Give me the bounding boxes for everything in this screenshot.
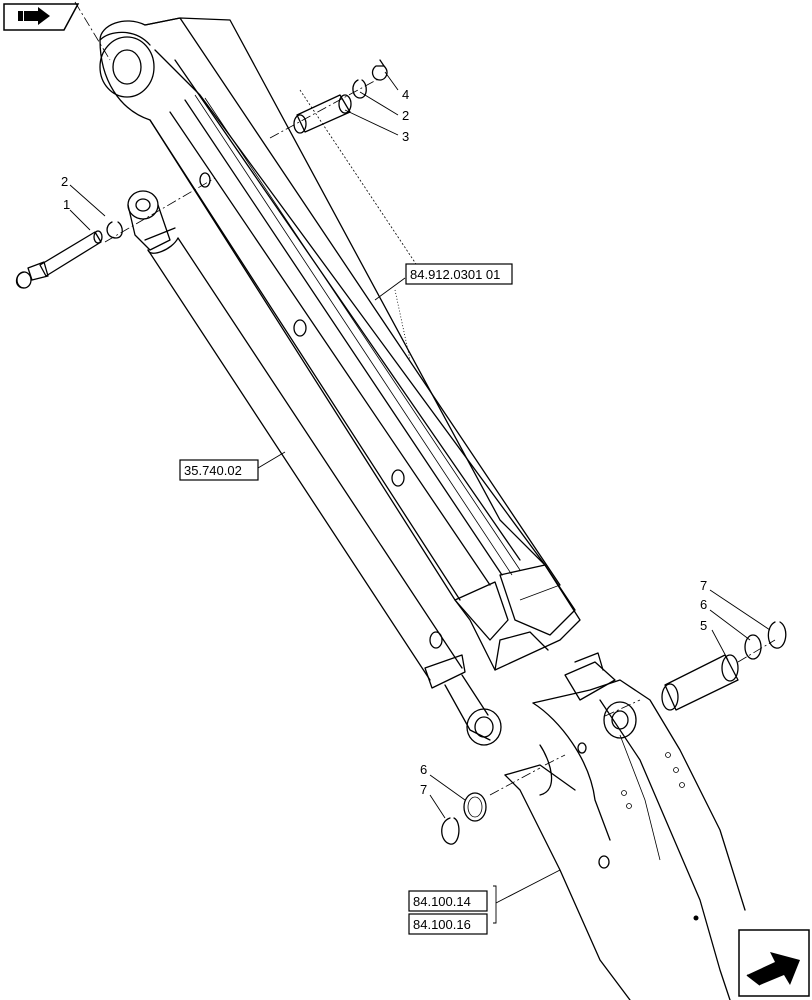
- pin-1: [15, 230, 103, 289]
- back-arrow-icon[interactable]: [3, 3, 80, 31]
- dipper-arm: [504, 652, 746, 1000]
- washer-6-right: [744, 634, 762, 660]
- washer-6-left: [463, 792, 487, 822]
- reference-arm-1[interactable]: 84.100.14: [408, 890, 488, 912]
- clip-4: [371, 59, 388, 81]
- axis-lines: [74, 1, 776, 796]
- hydraulic-cylinder: [127, 190, 502, 746]
- callout-7-left: 7: [420, 782, 427, 797]
- pin-3: [293, 94, 352, 134]
- callout-6-right: 6: [700, 597, 707, 612]
- callout-4: 4: [402, 87, 409, 102]
- boom-arm: [99, 17, 581, 671]
- ring-2-top: [352, 79, 367, 99]
- callout-2-top: 2: [402, 108, 409, 123]
- callout-5: 5: [700, 618, 707, 633]
- callout-7-right: 7: [700, 578, 707, 593]
- svg-text:35.740.02: 35.740.02: [184, 463, 242, 478]
- pin-5: [661, 654, 739, 711]
- callout-2-left: 2: [61, 174, 68, 189]
- reference-boom[interactable]: 84.912.0301 01: [405, 263, 513, 285]
- reference-arm-2[interactable]: 84.100.16: [408, 913, 488, 935]
- leaders: [69, 71, 771, 924]
- ring-7-right: [767, 621, 787, 649]
- ring-2-left: [106, 221, 123, 239]
- callout-3: 3: [402, 129, 409, 144]
- reference-cylinder[interactable]: 35.740.02: [179, 459, 259, 481]
- svg-text:84.100.14: 84.100.14: [413, 894, 471, 909]
- svg-text:84.912.0301 01: 84.912.0301 01: [410, 267, 500, 282]
- svg-text:84.100.16: 84.100.16: [413, 917, 471, 932]
- callout-6-left: 6: [420, 762, 427, 777]
- next-page-arrow-icon[interactable]: [738, 929, 810, 997]
- callout-1: 1: [63, 197, 70, 212]
- ring-7-left: [441, 817, 460, 845]
- callouts: 2 1 4 2 3 7 6 5 6 7: [61, 87, 707, 797]
